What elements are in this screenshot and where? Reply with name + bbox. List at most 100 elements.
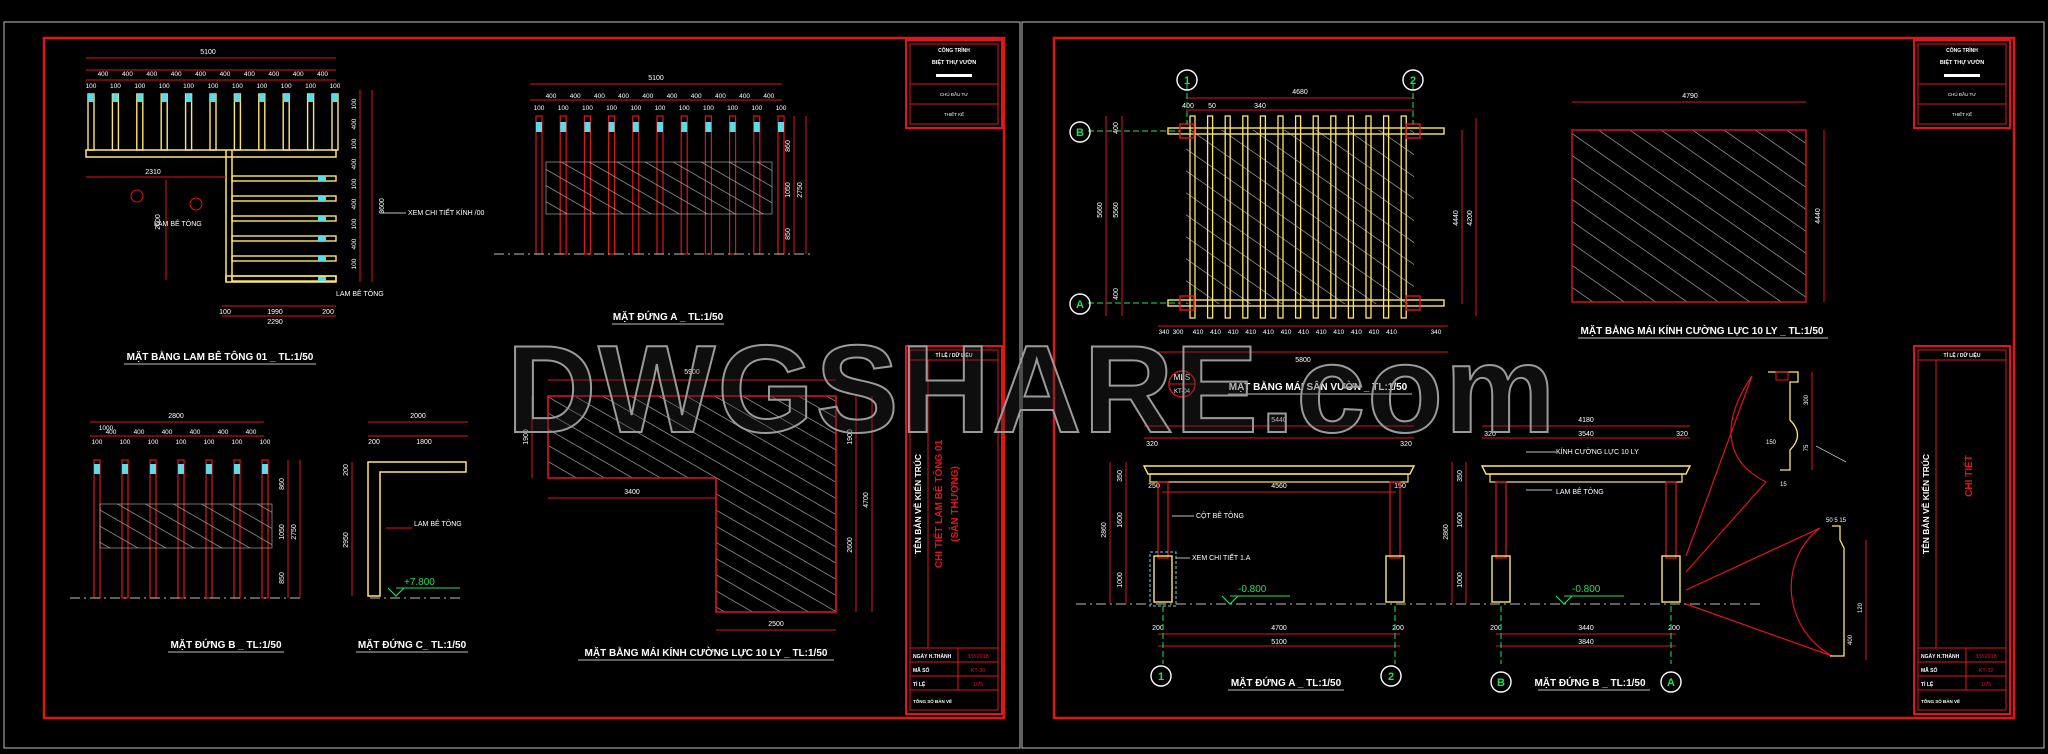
lam-member	[184, 93, 193, 151]
tb-small-label: TỈ LỆ / DỮ LIỆU	[936, 351, 973, 359]
dim-label: 320	[1400, 441, 1412, 448]
elev-b-drawing: 2800 40010040010040010040010040010040010…	[70, 413, 301, 653]
dim-label: 3440	[1578, 625, 1594, 632]
dim-label: 1800	[416, 439, 432, 446]
dim-label: 100	[776, 105, 787, 112]
dim-label: 2000	[410, 413, 426, 420]
dim-label: 4200	[1467, 210, 1474, 226]
lam-cap	[258, 94, 265, 102]
dim-label: 400	[351, 118, 358, 129]
level-mark: -0.800	[1238, 584, 1267, 595]
note-glass: KÍNH CƯỜNG LỰC 10 LY	[1556, 447, 1639, 456]
tb-date-value: 3/2/2018	[967, 654, 988, 660]
tb-role: THIẾT KẾ	[1952, 111, 1972, 117]
elev-b2-drawing: 4180 320 3540 320 2860 350 1600 1000 KÍN…	[1443, 417, 1760, 693]
lam-member	[136, 93, 144, 151]
dim-label: 200	[368, 439, 380, 446]
dim-label: 400	[220, 71, 231, 78]
dim-label: 5100	[1271, 639, 1287, 646]
dim-label: 1050	[785, 182, 792, 198]
dim-label: 300	[1804, 394, 1810, 405]
dim-label: 410	[1193, 329, 1204, 336]
post-cap	[705, 122, 712, 132]
note-lam: LAM BÊ TÔNG	[1556, 487, 1604, 496]
grid-label: A	[1076, 299, 1084, 311]
dim-label: 75	[1804, 444, 1810, 451]
dim-label: 100	[134, 83, 145, 90]
elev-a2-title: MẶT ĐỨNG A _ TL:1/50	[1231, 676, 1342, 689]
dim-label: 400	[317, 71, 328, 78]
tb-date-label: NGÀY H.THÀNH	[1921, 653, 1960, 660]
dim-label: 400	[1182, 103, 1194, 110]
note-lam: LAM BÊ TÔNG	[336, 289, 384, 298]
lam-cap	[318, 176, 326, 181]
tb-drawing-label: TÊN BẢN VẼ KIẾN TRÚC	[912, 454, 923, 554]
grid-bubble-icon	[1402, 69, 1424, 91]
section-mark-icon	[189, 197, 203, 211]
dim-label: 400	[763, 93, 774, 100]
dim-label: 4180	[1578, 417, 1594, 424]
lam-cap	[88, 94, 94, 102]
post-cap	[94, 464, 100, 474]
dim-label: 100	[351, 138, 358, 149]
dim-label: 100	[351, 98, 358, 109]
dim-label: 50 5 15	[1826, 518, 1847, 524]
section-mark-icon	[130, 189, 144, 203]
dim-label: 1000	[1457, 572, 1464, 588]
dim-label: 4440	[1815, 208, 1822, 224]
tb-small-label: TỈ LỆ / DỮ LIỆU	[1944, 351, 1981, 359]
roof-plan-title: MẶT BẰNG MÁI SÂN VƯỜN _ TL:1/50	[1229, 380, 1408, 393]
elev-c-drawing: 2000 200 1800 200 2950 LAM BÊ TÔNG +7.80…	[343, 413, 468, 653]
dim-label: 2860	[1443, 524, 1450, 540]
post-cap	[150, 464, 156, 474]
grid-label: 2	[1388, 671, 1394, 683]
dim-label: 200	[343, 464, 350, 476]
dim-label: 100	[148, 439, 159, 446]
note-lam: LAM BÊ TÔNG	[414, 519, 462, 528]
dim-label: 410	[1386, 329, 1397, 336]
note-detail: XEM CHI TIẾT KÍNH /00	[408, 207, 484, 217]
lam-cap	[210, 94, 216, 102]
dim-label: 400	[162, 429, 173, 436]
dim-label: 320	[1484, 431, 1496, 438]
post-cap	[178, 464, 184, 474]
tb-code-value: KT-30	[971, 668, 986, 674]
dim-label: 400	[715, 93, 726, 100]
dim-label: 5100	[648, 75, 664, 82]
tb-project-name: BIỆT THỰ VƯỜN	[1940, 58, 1984, 66]
dim-label: 100	[120, 439, 131, 446]
mls-code: KT-04	[1174, 389, 1191, 395]
dim-label: 100	[281, 83, 292, 90]
tb-scale-value: 1/75	[973, 682, 984, 688]
level-mark: -0.800	[1572, 584, 1601, 595]
dim-label: 400	[218, 429, 229, 436]
dim-label: 2860	[1101, 522, 1108, 538]
dim-label: 400	[293, 71, 304, 78]
sheet1-title-block: CÔNG TRÌNH BIỆT THỰ VƯỜN CHỦ ĐẦU TƯ THIẾ…	[905, 39, 1003, 715]
dim-label: 100	[204, 439, 215, 446]
dim-label: 100	[232, 439, 243, 446]
lam-cap	[234, 94, 241, 102]
dim-label: 400	[618, 93, 629, 100]
level-mark: +7.800	[404, 577, 435, 588]
grid-bubble-icon	[1660, 671, 1682, 693]
sheet2-title-block: CÔNG TRÌNH BIỆT THỰ VƯỜN CHỦ ĐẦU TƯ THIẾ…	[1913, 39, 2011, 715]
sheet2: 4680 400 50 340 1 2 B A	[1052, 36, 2016, 720]
dim-label: 410	[1210, 329, 1221, 336]
dim-label: 3540	[1578, 431, 1594, 438]
grid-label: 1	[1158, 671, 1164, 683]
dim-label: 860	[279, 478, 286, 490]
dim-label: 1000	[99, 425, 114, 432]
sheet2-outer-border	[1021, 21, 2045, 749]
dim-label: 120	[1858, 602, 1864, 613]
dim-label: 5900	[684, 369, 700, 376]
elev-b2-title: MẶT ĐỨNG B _ TL:1/50	[1534, 676, 1646, 689]
tb-project-label: CÔNG TRÌNH	[938, 46, 970, 54]
post-cap	[753, 122, 760, 132]
dim-label: 4700	[863, 492, 870, 508]
watermark-text: DWGSHARE.com	[507, 321, 1558, 459]
lam-member	[331, 93, 339, 151]
dim-label: 400	[351, 238, 358, 249]
dim-label: 100	[703, 105, 714, 112]
dim-label: 400	[546, 93, 557, 100]
